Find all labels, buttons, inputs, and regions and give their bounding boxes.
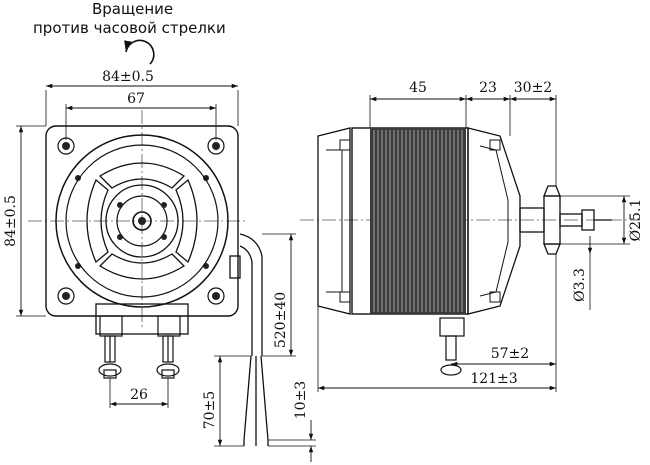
side-front-bracket (467, 127, 521, 315)
label-shaft-diameter: Ø3.3 (572, 268, 588, 302)
dim-flange-length: 23 (466, 80, 511, 136)
label-body-length: 45 (409, 80, 427, 96)
hub-screws (117, 202, 167, 240)
side-rear-bracket (317, 127, 351, 315)
corner-mounting-holes (57, 137, 225, 305)
side-shaft (519, 185, 612, 255)
label-front-height: 84±0.5 (3, 195, 19, 247)
side-stator-stack (351, 127, 469, 315)
label-shaft-length: 30±2 (514, 80, 552, 96)
side-view: 45 23 30±2 Ø25.1 Ø3.3 (300, 80, 644, 392)
dim-wire-end: 10±3 (268, 381, 316, 462)
terminal-left (98, 315, 123, 379)
dim-overall-length: 121±3 (317, 306, 557, 392)
rotation-caption-line1: Вращение (92, 0, 174, 18)
front-shaft-circle (132, 211, 152, 231)
front-hub-ring (116, 195, 168, 247)
front-bracket-windows (86, 162, 198, 280)
front-flange-plate (45, 125, 239, 317)
label-terminal-spacing: 26 (130, 387, 148, 403)
front-view: 84±0.5 67 84±0.5 26 520±40 (3, 69, 316, 462)
rotation-caption-line2: против часовой стрелки (33, 19, 226, 37)
label-wire-end: 10±3 (293, 381, 309, 419)
front-housing-inner (65, 144, 219, 298)
dim-front-width-outer: 84±0.5 (45, 69, 239, 126)
dim-shaft-hub-diameter: Ø25.1 (556, 195, 644, 245)
label-shaft-hub-diameter: Ø25.1 (628, 199, 644, 242)
dim-shaft-diameter: Ø3.3 (572, 236, 593, 310)
dim-front-width-holes: 67 (65, 91, 217, 140)
side-mounting-foot (439, 317, 465, 376)
side-bracket-bolts (339, 139, 501, 303)
front-hub-outer (105, 184, 179, 258)
dim-wire-strip: 70±5 (202, 355, 251, 447)
rotation-arrow-icon (124, 39, 155, 65)
label-wire-strip: 70±5 (202, 391, 218, 429)
power-cable (229, 233, 269, 446)
dim-cable-length: 520±40 (262, 233, 296, 357)
terminal-block (95, 303, 189, 335)
dim-terminal-spacing: 26 (109, 378, 169, 408)
terminal-right (156, 315, 181, 379)
dim-foot-offset: 57±2 (451, 254, 557, 368)
label-flange-length: 23 (479, 80, 497, 96)
label-front-width-holes: 67 (127, 91, 145, 107)
dim-shaft-length: 30±2 (509, 80, 557, 186)
front-housing-outer (55, 134, 229, 308)
dim-body-length: 45 (369, 80, 467, 128)
dim-front-height: 84±0.5 (3, 125, 46, 317)
label-cable-length: 520±40 (273, 292, 289, 348)
label-overall-length: 121±3 (470, 371, 517, 387)
label-foot-offset: 57±2 (491, 346, 529, 362)
label-front-width-outer: 84±0.5 (102, 69, 154, 85)
